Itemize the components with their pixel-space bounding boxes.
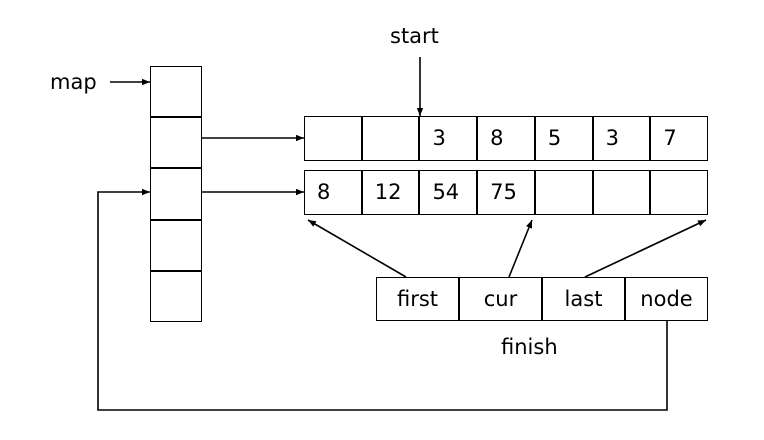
bucket-top-cell-5-text: 3 bbox=[605, 126, 619, 150]
finish-field-last-text: last bbox=[564, 286, 603, 311]
cur-arrow bbox=[508, 219, 533, 278]
bucket-bottom-cell-1-text: 12 bbox=[374, 180, 402, 204]
bucket-bottom-cell-0-text: 8 bbox=[317, 180, 331, 204]
bucket-bottom-cell-3[interactable]: 75 bbox=[477, 170, 535, 215]
finish-field-first[interactable]: first bbox=[376, 277, 459, 321]
map-cell-0[interactable] bbox=[150, 66, 202, 118]
finish-struct: first cur last node bbox=[376, 277, 708, 321]
bucket-bottom-cell-0[interactable]: 8 bbox=[304, 170, 362, 215]
finish-field-node[interactable]: node bbox=[625, 277, 708, 321]
map-label: map bbox=[50, 70, 97, 94]
bucket-bottom-cell-2[interactable]: 54 bbox=[419, 170, 478, 215]
bucket-top-cell-2-text: 3 bbox=[432, 126, 446, 150]
bucket-top-cell-6[interactable]: 7 bbox=[650, 116, 709, 161]
start-label: start bbox=[390, 24, 439, 48]
bucket-top-cell-5[interactable]: 3 bbox=[592, 116, 651, 161]
bucket-row-top: 3 8 5 3 7 bbox=[304, 116, 709, 161]
finish-field-first-text: first bbox=[396, 286, 439, 311]
finish-field-node-text: node bbox=[640, 286, 693, 311]
last-arrow bbox=[584, 219, 707, 278]
bucket-bottom-cell-6[interactable] bbox=[650, 170, 709, 215]
map-cell-2[interactable] bbox=[150, 168, 202, 220]
bucket-top-cell-1[interactable] bbox=[361, 116, 420, 161]
bucket-bottom-cell-3-text: 75 bbox=[490, 180, 517, 204]
map-cell-3[interactable] bbox=[150, 219, 202, 271]
bucket-top-cell-3[interactable]: 8 bbox=[477, 116, 535, 161]
map-column bbox=[150, 66, 202, 322]
finish-field-last[interactable]: last bbox=[542, 277, 625, 321]
bucket-top-cell-3-text: 8 bbox=[490, 126, 504, 150]
bucket-bottom-cell-2-text: 54 bbox=[432, 180, 460, 204]
map-cell-1[interactable] bbox=[150, 117, 202, 169]
bucket-top-cell-2[interactable]: 3 bbox=[419, 116, 478, 161]
finish-field-cur[interactable]: cur bbox=[459, 277, 542, 321]
bucket-bottom-cell-4[interactable] bbox=[534, 170, 593, 215]
bucket-bottom-cell-5[interactable] bbox=[592, 170, 651, 215]
first-arrow bbox=[307, 219, 407, 278]
map-cell-4[interactable] bbox=[150, 270, 202, 322]
finish-label: finish bbox=[501, 335, 558, 359]
finish-field-cur-text: cur bbox=[483, 286, 518, 311]
bucket-bottom-cell-1[interactable]: 12 bbox=[361, 170, 420, 215]
bucket-top-cell-0[interactable] bbox=[304, 116, 362, 161]
bucket-row-bottom: 8 12 54 75 bbox=[304, 170, 709, 215]
bucket-top-cell-4[interactable]: 5 bbox=[534, 116, 593, 161]
bucket-top-cell-4-text: 5 bbox=[547, 126, 562, 150]
node-feedback-arrow bbox=[97, 188, 668, 411]
bucket-top-cell-6-text: 7 bbox=[663, 126, 677, 150]
